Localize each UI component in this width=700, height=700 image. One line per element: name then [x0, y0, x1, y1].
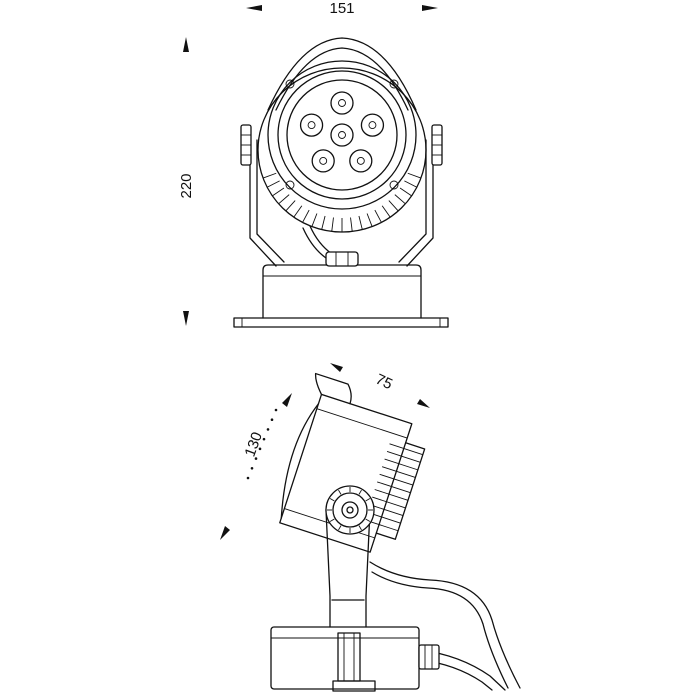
led-array: [299, 91, 385, 173]
mounting-plate: [233, 317, 449, 328]
cable-gland: [325, 251, 359, 267]
led-5: [311, 149, 335, 173]
width-label: 151: [329, 0, 354, 17]
u-bracket: [249, 139, 277, 267]
front-cable: [302, 227, 327, 259]
led-1: [330, 123, 354, 147]
bezel-screws: [285, 79, 399, 190]
depth-dimension: 75: [330, 363, 430, 408]
side-view: 75 130: [220, 363, 521, 692]
front-view: 151 220: [178, 0, 449, 328]
dimension-dots: [246, 408, 278, 480]
height-dimension: 220: [178, 37, 195, 326]
height-arrow-bottom: [183, 311, 189, 326]
lens-plate: [286, 79, 398, 191]
lamp-hood: [267, 37, 417, 111]
led-4: [349, 149, 373, 173]
heat-sink-body: [257, 67, 427, 233]
side-height-arrow-top: [282, 393, 292, 407]
led-6: [299, 113, 324, 137]
side-cable: [369, 561, 521, 689]
base-box: [262, 264, 422, 319]
width-arrow-right: [422, 5, 438, 11]
width-arrow-left: [246, 5, 262, 11]
side-height-label: 130: [242, 430, 267, 459]
depth-label: 75: [373, 371, 395, 393]
lamp-head: [279, 372, 426, 553]
front-bezel: [267, 60, 417, 210]
width-dimension: 151: [246, 0, 438, 17]
heat-sink-fins: [262, 172, 422, 232]
side-base-box: [270, 626, 420, 690]
depth-arrow-left: [330, 363, 343, 372]
pivot-dial: [325, 485, 375, 535]
depth-arrow-right: [417, 399, 430, 408]
height-arrow-top: [183, 37, 189, 52]
height-label: 220: [178, 173, 195, 198]
led-3: [360, 113, 385, 137]
side-height-arrow-bottom: [220, 526, 230, 540]
led-2: [330, 91, 354, 115]
side-cable-gland: [418, 644, 440, 670]
